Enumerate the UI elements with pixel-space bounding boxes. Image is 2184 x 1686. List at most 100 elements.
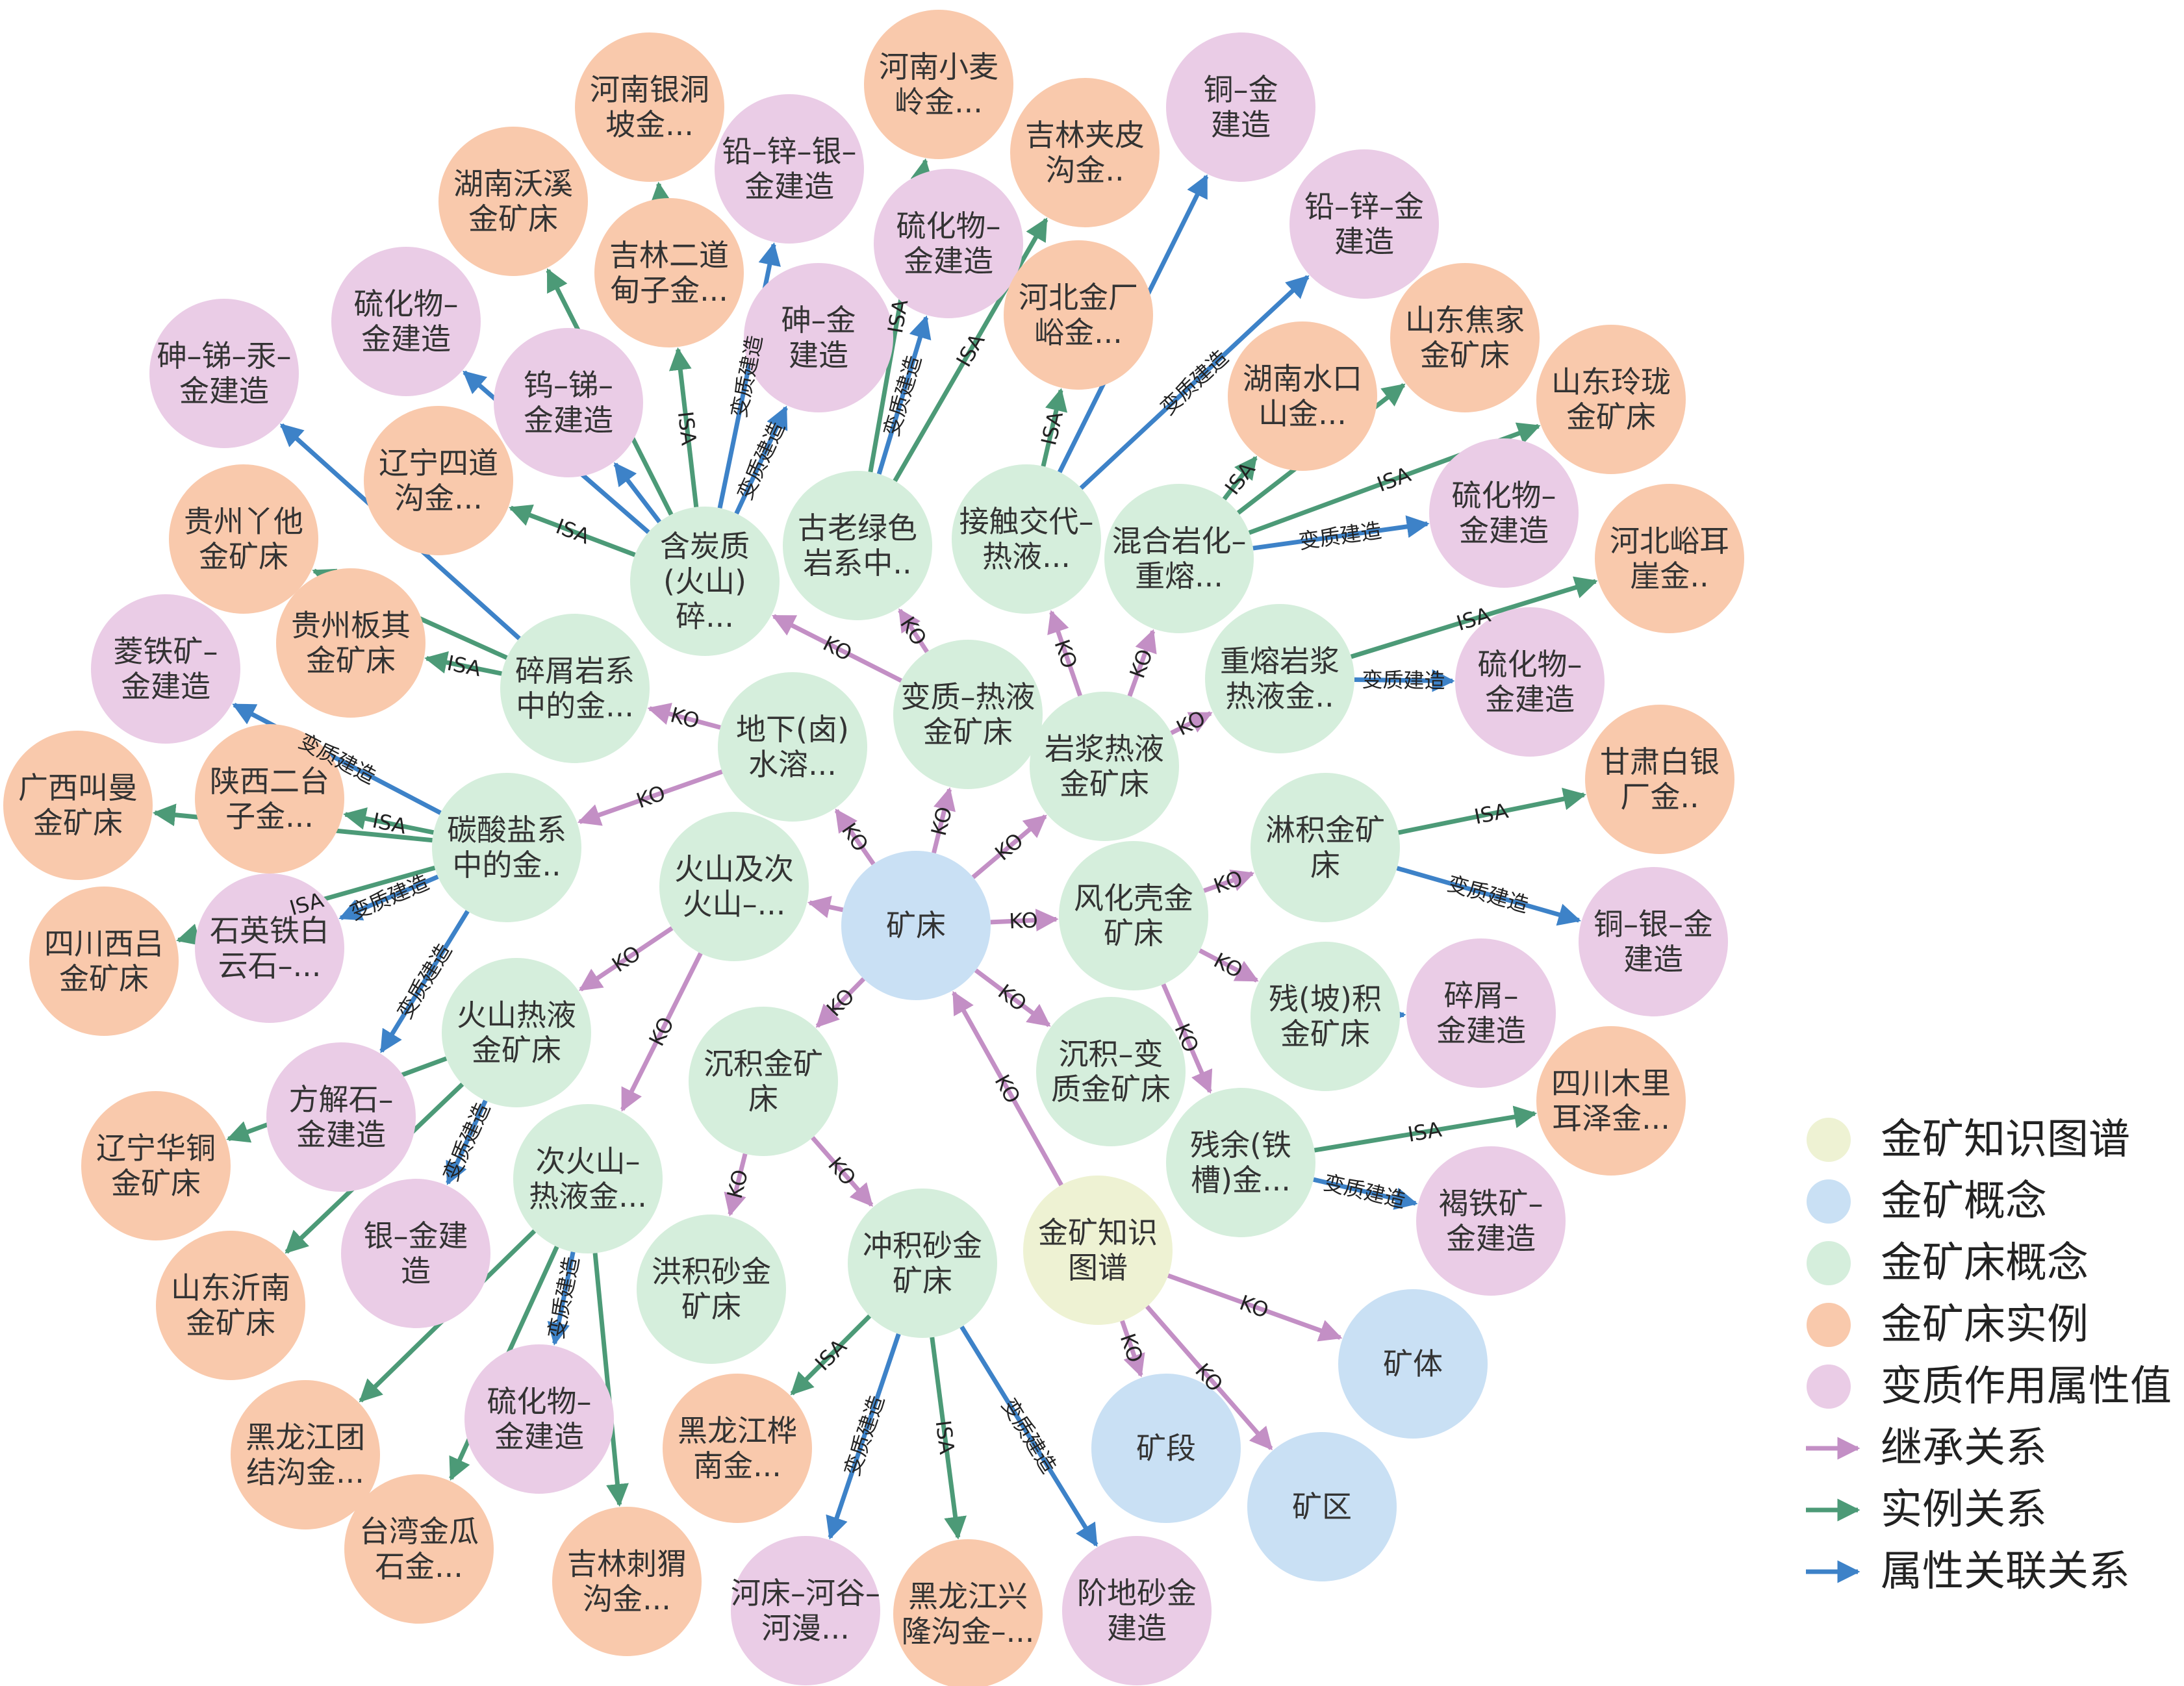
edge-n13-n33	[1079, 275, 1310, 490]
node-circle	[718, 672, 867, 822]
node-n34[interactable]: 吉林二道甸子金...	[594, 198, 744, 347]
node-n57[interactable]: 方解石–金建造	[266, 1042, 416, 1192]
node-n43[interactable]: 辽宁四道沟金...	[364, 406, 513, 555]
node-n69[interactable]: 黑龙江兴隆沟金–...	[893, 1539, 1043, 1686]
node-n28[interactable]: 铜–金建造	[1166, 32, 1315, 182]
node-n37[interactable]: 砷–金建造	[744, 263, 893, 412]
node-circle	[594, 198, 744, 347]
node-label: 金矿床	[1280, 1016, 1370, 1051]
nodes-layer: 矿床金矿知识图谱矿体矿段矿区变质–热液金矿床岩浆热液金矿床风化壳金矿床沉积–变质…	[3, 10, 1744, 1686]
node-n40[interactable]: 钨–锑–金建造	[494, 328, 643, 477]
node-label: 贵州丫他	[184, 504, 303, 539]
node-n29[interactable]: 铅–锌–银–金建造	[715, 94, 864, 244]
node-n10[interactable]: 火山及次火山–...	[659, 812, 809, 961]
node-n35[interactable]: 硫化物–金建造	[874, 169, 1023, 318]
node-n36[interactable]: 河北金厂峪金...	[1004, 240, 1153, 390]
node-circle	[91, 594, 240, 744]
node-n61[interactable]: 银–金建造	[341, 1179, 490, 1328]
node-n25[interactable]: 含炭质(火山)碎...	[630, 507, 780, 656]
edge-n10-n21	[620, 952, 703, 1112]
node-n1[interactable]: 金矿知识图谱	[1023, 1176, 1173, 1325]
node-n65[interactable]: 黑龙江桦南金...	[663, 1374, 812, 1523]
node-n33[interactable]: 铅–锌–金建造	[1289, 149, 1439, 299]
node-label: 矿床	[893, 1263, 952, 1298]
node-label: 床	[1310, 848, 1340, 883]
edge-n21-n67	[592, 1253, 629, 1507]
node-n49[interactable]: 硫化物–金建造	[1455, 607, 1605, 757]
node-n48[interactable]: 菱铁矿–金建造	[91, 594, 240, 744]
node-n53[interactable]: 石英铁白云石–...	[195, 874, 344, 1023]
node-circle	[637, 1214, 786, 1364]
edge-label: ISA	[951, 329, 989, 371]
node-label: 沉积金矿	[704, 1046, 823, 1081]
node-n66[interactable]: 台湾金瓜石金...	[344, 1474, 494, 1624]
node-n21[interactable]: 次火山–热液金...	[513, 1104, 663, 1253]
node-n68[interactable]: 河床–河谷–河漫...	[731, 1536, 880, 1685]
node-n63[interactable]: 硫化物–金建造	[464, 1344, 614, 1494]
node-n3[interactable]: 矿段	[1091, 1374, 1241, 1523]
node-n44[interactable]: 硫化物–金建造	[1429, 438, 1579, 588]
node-n41[interactable]: 湖南水口山金...	[1228, 321, 1377, 471]
node-n13[interactable]: 接触交代–热液...	[952, 464, 1101, 614]
node-n56[interactable]: 碎屑–金建造	[1406, 938, 1556, 1088]
node-n55[interactable]: 铜–银–金建造	[1579, 867, 1728, 1016]
node-n64[interactable]: 黑龙江团结沟金...	[231, 1380, 380, 1529]
node-n14[interactable]: 混合岩化–重熔...	[1104, 484, 1254, 633]
node-n0[interactable]: 矿床	[841, 851, 991, 1000]
node-circle	[1390, 263, 1540, 412]
node-n11[interactable]: 地下(卤)水溶...	[718, 672, 867, 822]
node-n39[interactable]: 砷–锑–汞–金建造	[149, 299, 299, 448]
node-n50[interactable]: 陕西二台子金...	[195, 724, 344, 874]
node-label: 地下(卤)	[736, 712, 849, 747]
node-n67[interactable]: 吉林刺猬沟金...	[552, 1507, 702, 1656]
node-label: 金建造	[121, 669, 210, 704]
node-label: 矿床	[1104, 916, 1163, 951]
node-n32[interactable]: 硫化物–金建造	[331, 247, 481, 396]
edge-n23-n50	[343, 807, 435, 835]
node-n26[interactable]: 河南银洞坡金...	[575, 32, 724, 182]
edge-label: KO	[722, 1167, 754, 1201]
node-circle	[731, 1536, 880, 1685]
node-n24[interactable]: 碎屑岩系中的金...	[500, 614, 650, 763]
node-n58[interactable]: 四川木里耳泽金...	[1536, 1026, 1686, 1176]
node-label: 吉林二道	[609, 238, 729, 273]
node-n4[interactable]: 矿区	[1247, 1432, 1397, 1581]
edge-label: KO	[819, 631, 856, 666]
node-label: 金矿床	[33, 805, 123, 840]
edge-n7-n17	[1199, 948, 1259, 983]
node-n18[interactable]: 残余(铁槽)金...	[1166, 1088, 1315, 1237]
node-circle	[442, 958, 591, 1107]
node-label: 云石–...	[218, 948, 322, 983]
node-circle	[1062, 1536, 1212, 1685]
node-n60[interactable]: 褐铁矿–金建造	[1416, 1146, 1566, 1296]
node-n2[interactable]: 矿体	[1338, 1289, 1488, 1439]
node-label: 贵州板其	[291, 608, 411, 643]
node-n27[interactable]: 河南小麦岭金...	[864, 10, 1013, 159]
